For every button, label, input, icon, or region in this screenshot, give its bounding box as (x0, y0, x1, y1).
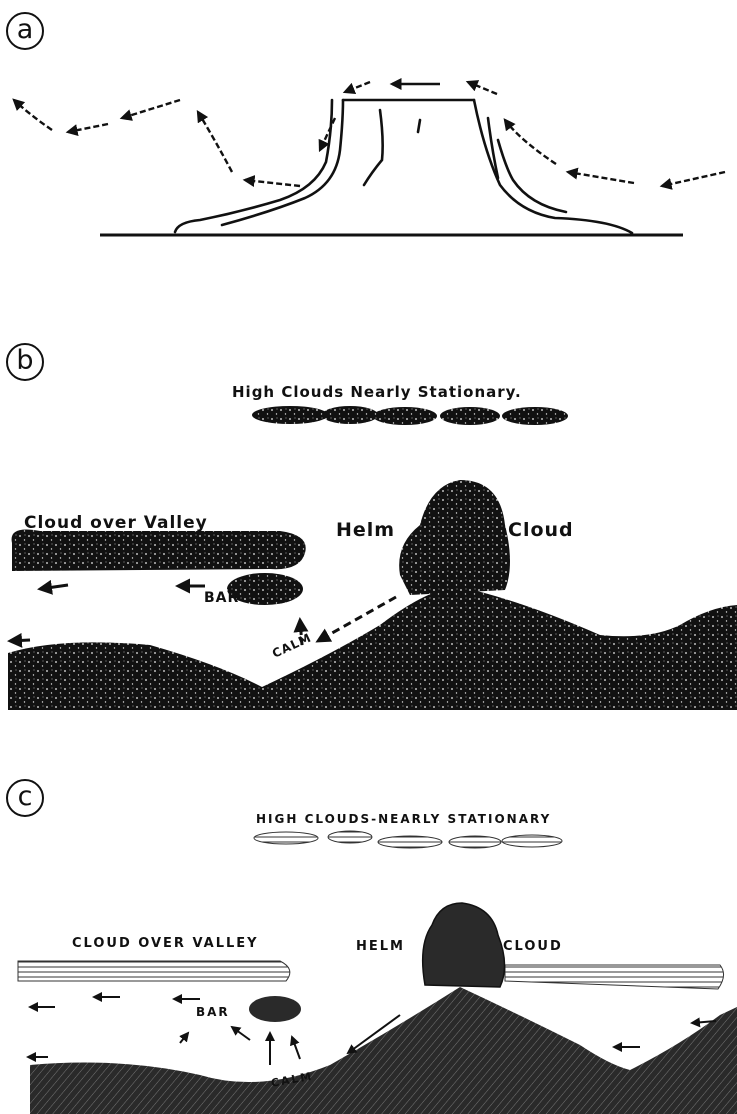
panel-c: c (0, 775, 737, 1114)
high-clouds (252, 406, 568, 425)
valley-cloud (18, 961, 290, 981)
high-clouds-label: HIGH CLOUDS-NEARLY STATIONARY (256, 812, 551, 826)
bar-label: BAR (204, 590, 239, 606)
high-clouds (254, 831, 562, 848)
wind-arrows (10, 585, 396, 645)
airflow-lines (14, 82, 725, 186)
bar-label: BAR (196, 1005, 230, 1019)
cloud-over-valley-label: Cloud over Valley (24, 513, 208, 533)
panel-b: b (0, 335, 737, 710)
high-clouds-label: High Clouds Nearly Stationary. (232, 383, 522, 401)
helm-cloud-outline (175, 100, 632, 233)
cloud-label: Cloud (508, 519, 574, 541)
cloud-label: CLOUD (503, 939, 563, 954)
mountain-terrain (8, 587, 737, 710)
helm-cloud (399, 480, 510, 595)
helm-label: HELM (356, 939, 405, 954)
helm-cloud (423, 903, 505, 987)
helm-label: Helm (336, 519, 395, 541)
lee-cloud (505, 965, 724, 989)
valley-cloud (12, 530, 306, 572)
cloud-over-valley-label: CLOUD OVER VALLEY (72, 936, 259, 951)
bar-cloud (249, 996, 301, 1022)
panel-a: a (0, 0, 737, 250)
panel-a-diagram (0, 0, 737, 250)
mountain-terrain (30, 987, 737, 1114)
